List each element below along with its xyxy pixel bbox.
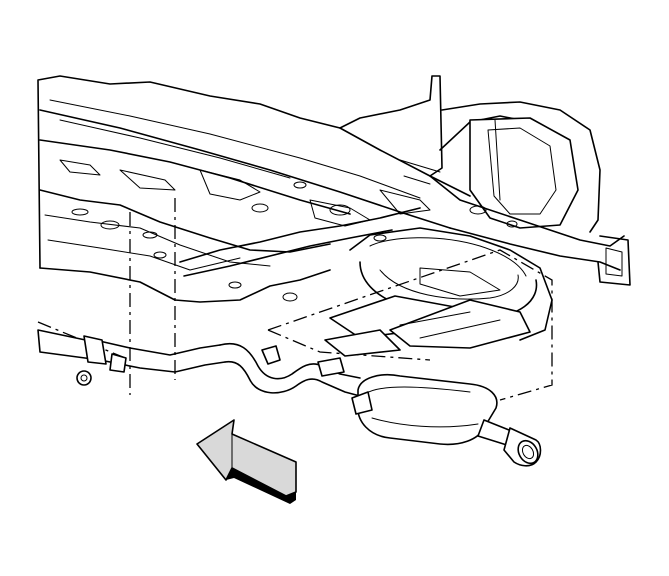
- heat-shield: [324, 295, 531, 357]
- direction-arrow-icon: [196, 419, 297, 504]
- heat-shield-outline: [37, 198, 553, 401]
- exhaust-system: [37, 329, 542, 467]
- underbody-floor-pan: [37, 75, 471, 303]
- rear-frame-rail: [339, 75, 631, 286]
